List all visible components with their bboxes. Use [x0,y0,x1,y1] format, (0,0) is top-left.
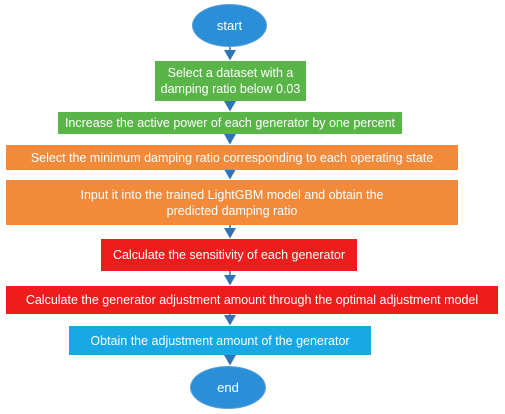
step-obtain-adjustment: Obtain the adjustment amount of the gene… [69,326,371,355]
start-node: start [192,4,267,47]
step-calc-adjustment-amount: Calculate the generator adjustment amoun… [6,286,498,314]
end-node: end [190,366,266,409]
step-increase-active-power: Increase the active power of each genera… [58,112,402,134]
step-select-min-damping: Select the minimum damping ratio corresp… [6,145,458,170]
step-lightgbm-predict: Input it into the trained LightGBM model… [6,180,458,225]
step-calc-sensitivity: Calculate the sensitivity of each genera… [101,239,357,271]
step-select-dataset: Select a dataset with a damping ratio be… [155,61,306,101]
